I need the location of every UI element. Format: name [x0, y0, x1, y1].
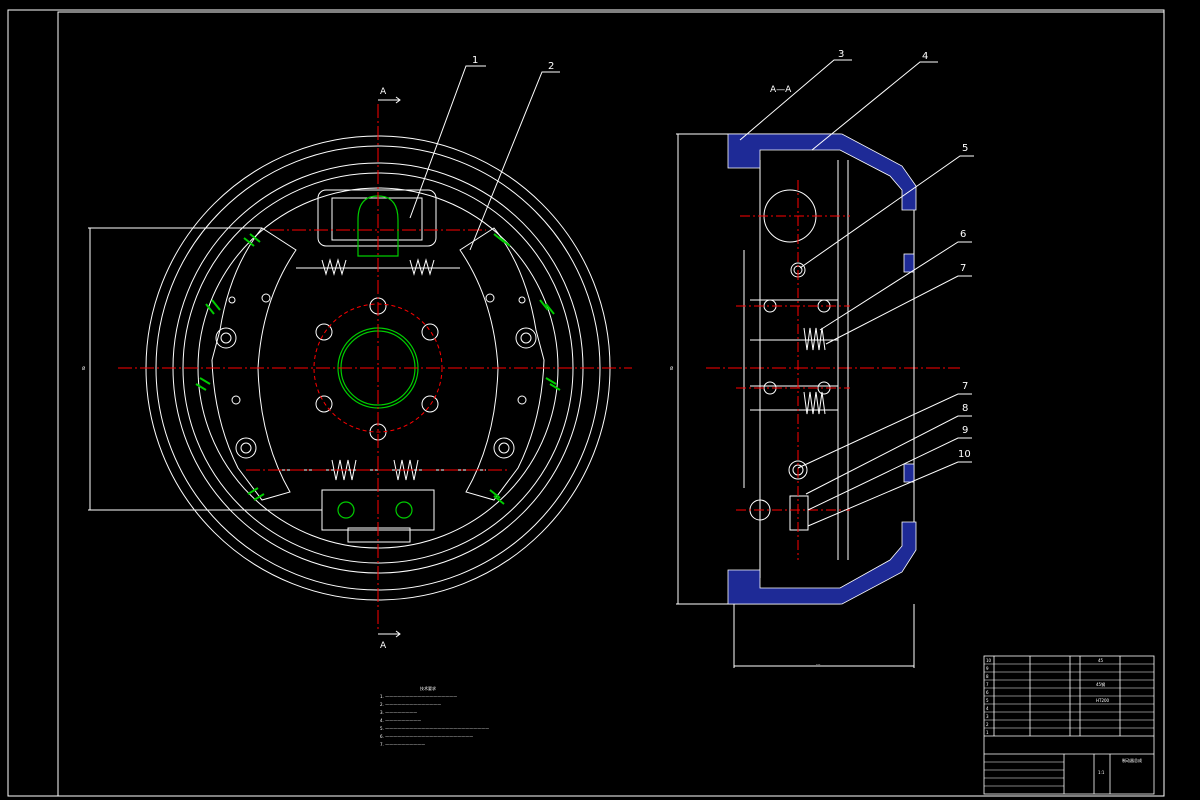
dim-left-text: Ø	[82, 366, 86, 371]
note-line: 2. ——————————————	[380, 702, 442, 707]
note-line: 7. ——————————	[380, 742, 426, 747]
tb-row: 3	[986, 714, 989, 719]
note-line: 3. ————————	[380, 710, 418, 715]
leader-label-7b: 7	[962, 381, 969, 392]
tb-row: 7	[986, 682, 989, 687]
leader-label-9: 9	[962, 425, 969, 436]
note-line: 1. ——————————————————	[380, 694, 458, 699]
section-marker-top: A	[380, 87, 387, 97]
tb-row: 4	[986, 706, 989, 711]
technical-notes: 技术要求 1. —————————————————— 2. ——————————…	[380, 686, 540, 747]
inner-frame	[57, 11, 1165, 797]
leader-label-7a: 7	[960, 263, 967, 274]
tb-material: HT200	[1096, 698, 1110, 703]
leader-label-1: 1	[472, 55, 479, 66]
leader-lines	[409, 59, 974, 527]
section-fill	[727, 133, 917, 605]
tb-scale: 1:1	[1098, 770, 1105, 775]
leader-label-3: 3	[838, 49, 845, 60]
leader-label-8: 8	[962, 403, 969, 414]
dim-right-text: Ø	[670, 366, 674, 371]
tb-row: 9	[986, 666, 989, 671]
tb-row: 8	[986, 674, 989, 679]
leader-label-10: 10	[958, 449, 971, 460]
tb-material: 45	[1098, 658, 1104, 663]
tb-row: 1	[986, 730, 989, 735]
title-block	[983, 655, 1155, 795]
section-centers	[736, 180, 850, 560]
leader-label-6: 6	[960, 229, 967, 240]
section-marks	[378, 96, 401, 638]
tb-row: 5	[986, 698, 989, 703]
center-lines	[118, 104, 960, 630]
note-line: 5. ——————————————————————————	[380, 726, 490, 731]
tb-row: 10	[986, 658, 992, 663]
note-line: 6. ——————————————————————	[380, 734, 474, 739]
tb-material: 45钢	[1096, 682, 1106, 687]
leader-label-5: 5	[962, 143, 969, 154]
tb-row: 2	[986, 722, 989, 727]
notes-title: 技术要求	[420, 686, 436, 691]
leader-label-2: 2	[548, 61, 555, 72]
drawing-border	[7, 9, 1165, 797]
note-line: 4. —————————	[380, 718, 422, 723]
section-marker-bottom: A	[380, 641, 387, 651]
section-view-title: A—A	[770, 85, 792, 95]
leader-label-4: 4	[922, 51, 929, 62]
section-view	[676, 133, 915, 668]
tb-drawing-name: 制动器总成	[1122, 758, 1142, 763]
dim-bottom-text: ---	[816, 662, 821, 667]
tb-row: 6	[986, 690, 989, 695]
